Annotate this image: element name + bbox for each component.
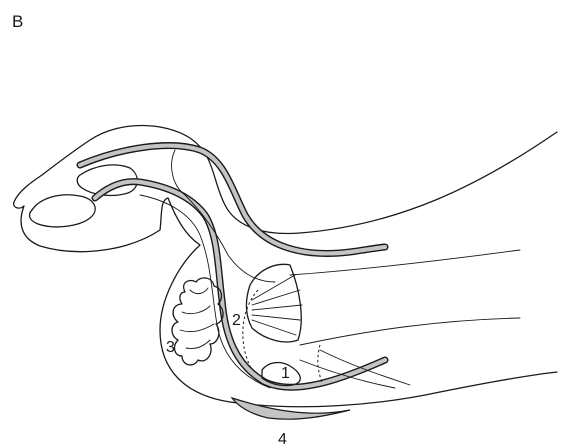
gland-lobules (180, 288, 214, 349)
fan-muscle-fibres (252, 275, 302, 335)
label-2: 2 (232, 312, 241, 329)
dashed-boundary-left (243, 290, 258, 370)
structure-4-band (232, 398, 350, 419)
body-wall-line-2 (300, 318, 520, 345)
panel-letter: B (12, 12, 23, 31)
dorsal-structure-fill (80, 146, 385, 254)
label-1: 1 (281, 365, 290, 382)
glans-outline (30, 195, 96, 227)
label-3: 3 (166, 339, 175, 356)
dorsal-structure-edge (80, 146, 385, 254)
label-4: 4 (278, 431, 287, 448)
gland-cluster (172, 278, 223, 365)
